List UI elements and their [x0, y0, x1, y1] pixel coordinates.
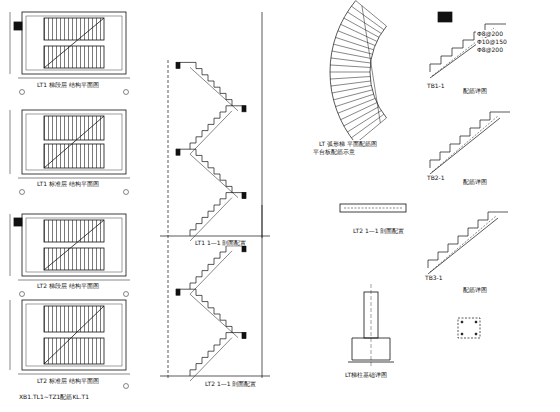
- stroke: [190, 338, 232, 381]
- stroke: [344, 107, 379, 126]
- drawing-label: LT梯柱基础详图: [344, 371, 388, 378]
- drawing-label: LT2 1—1 剖面配置: [352, 227, 405, 234]
- drawing-label: LT2 标准层 结构平面图: [36, 377, 100, 384]
- drawing-label: 配筋详图: [462, 286, 488, 293]
- drawing-label: Φ8@200: [476, 30, 504, 37]
- drawing-label: TB1-1: [426, 82, 446, 89]
- stroke: [190, 289, 232, 332]
- drawing-label: TB3-1: [424, 274, 444, 281]
- stroke: [338, 99, 375, 114]
- stroke: [330, 77, 370, 80]
- drawing-label: 配筋详图: [462, 178, 488, 185]
- stroke: [242, 333, 246, 339]
- stroke: [190, 193, 232, 236]
- stroke: [242, 246, 246, 252]
- drawing-label: LT2 1—1 剖面配置: [204, 380, 257, 387]
- column-footing: [348, 284, 394, 368]
- stroke: [428, 218, 498, 274]
- plan-lt2-a: [14, 214, 126, 276]
- stroke: [331, 58, 371, 63]
- stroke: [335, 94, 373, 106]
- stroke: [176, 62, 180, 68]
- drawing-label: LT1 标准层 结构平面图: [36, 180, 100, 187]
- stroke: [430, 112, 500, 168]
- drawing-label: Φ8@200: [476, 46, 504, 53]
- stroke: [190, 333, 232, 376]
- drawing-label: LT 弧形梯 平面配筋图: [318, 140, 378, 147]
- stroke: [500, 112, 510, 113]
- stroke: [430, 216, 496, 272]
- plan-lt2-b: [22, 300, 126, 370]
- stair-sections: [160, 12, 270, 381]
- stroke: [362, 6, 380, 123]
- stroke: [331, 81, 371, 86]
- drawing-label: Φ10@150: [476, 38, 508, 45]
- stroke: [432, 116, 498, 172]
- stroke: [242, 106, 246, 112]
- drawing-label: 配筋详图: [462, 87, 488, 94]
- drawing-label: TB2-1: [426, 174, 446, 181]
- plan-lt1-a: [14, 12, 126, 74]
- stroke: [496, 24, 506, 25]
- stroke: [190, 62, 232, 105]
- curved-stair: [330, 1, 387, 144]
- stroke: [242, 193, 246, 199]
- stroke: [190, 111, 232, 154]
- stroke: [190, 246, 232, 289]
- drawing-label: 平台板配筋示意: [312, 148, 356, 155]
- stroke: [341, 24, 377, 41]
- drawing-label: LT1 1—1 剖面配置: [194, 239, 247, 246]
- stroke: [332, 85, 371, 92]
- stroke: [498, 212, 508, 213]
- drawing-label: LT1 梯段层 结构平面图: [36, 81, 100, 88]
- platform-slab: [340, 204, 406, 212]
- stroke: [356, 1, 387, 26]
- stroke: [190, 251, 232, 294]
- stroke: [334, 44, 373, 54]
- stroke: [190, 67, 238, 110]
- stroke: [330, 65, 370, 68]
- stroke: [190, 106, 232, 149]
- stroke: [430, 118, 500, 174]
- drawing-label: LT2 梯段层 结构平面图: [36, 282, 100, 289]
- stroke: [351, 6, 383, 30]
- dimension-lines: [10, 12, 130, 389]
- stroke: [351, 114, 383, 138]
- stroke: [330, 72, 370, 73]
- stroke: [190, 198, 232, 241]
- stroke: [190, 154, 238, 197]
- stroke: [176, 149, 180, 155]
- plan-lt1-b: [22, 110, 126, 174]
- stroke: [176, 289, 180, 295]
- stroke: [190, 294, 238, 337]
- stroke: [190, 149, 232, 192]
- drawing-label: XB1.TL1~TZ1配筋KL.T1: [18, 393, 90, 400]
- stroke: [428, 212, 498, 268]
